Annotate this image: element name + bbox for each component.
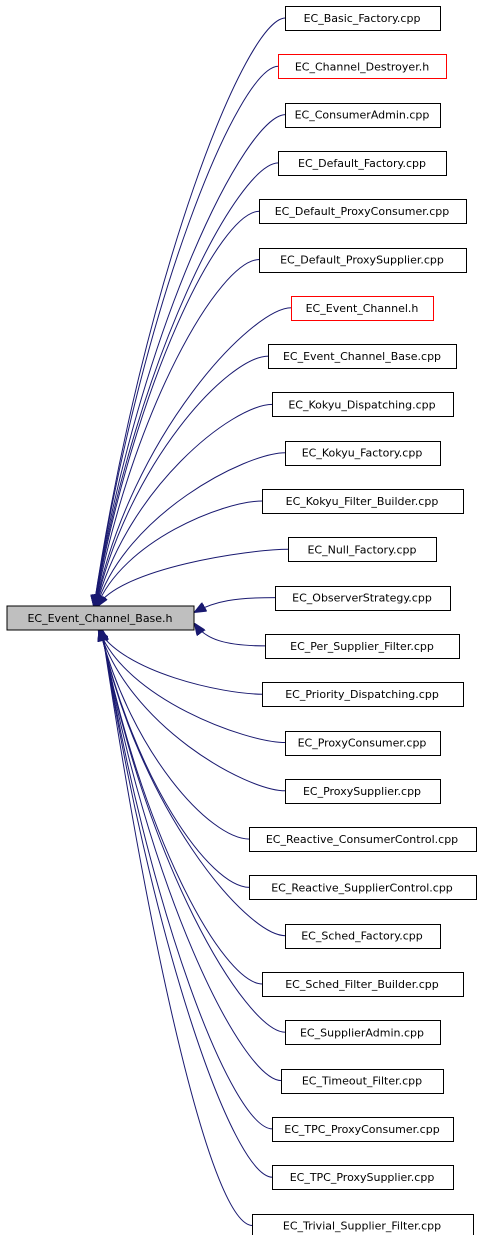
edge-to-root xyxy=(94,114,286,606)
edge-to-root xyxy=(102,630,273,1178)
node-ec-event-channel-base-cpp[interactable]: EC_Event_Channel_Base.cpp xyxy=(268,344,457,369)
node-ec-basic-factory-cpp[interactable]: EC_Basic_Factory.cpp xyxy=(285,6,441,31)
node-ec-tpc-proxysupplier-cpp[interactable]: EC_TPC_ProxySupplier.cpp xyxy=(272,1165,454,1190)
node-ec-reactive-consumercontrol-cpp[interactable]: EC_Reactive_ConsumerControl.cpp xyxy=(249,827,477,852)
node-label: EC_Sched_Filter_Builder.cpp xyxy=(285,978,439,991)
node-ec-kokyu-filter-builder-cpp[interactable]: EC_Kokyu_Filter_Builder.cpp xyxy=(262,489,464,514)
edge-to-root xyxy=(102,630,282,1082)
edge-to-root xyxy=(95,210,260,606)
node-ec-consumeradmin-cpp[interactable]: EC_ConsumerAdmin.cpp xyxy=(285,103,441,128)
node-label: EC_Timeout_Filter.cpp xyxy=(302,1075,422,1088)
node-label: EC_Reactive_ConsumerControl.cpp xyxy=(266,833,458,846)
node-label: EC_Trivial_Supplier_Filter.cpp xyxy=(283,1220,441,1233)
node-label: EC_Default_ProxySupplier.cpp xyxy=(280,254,444,267)
node-ec-event-channel-h[interactable]: EC_Event_Channel.h xyxy=(291,296,434,321)
edge-to-root xyxy=(97,548,289,606)
edge-to-root xyxy=(94,17,286,606)
node-label: EC_SupplierAdmin.cpp xyxy=(300,1026,424,1039)
edge-to-root xyxy=(101,630,286,1033)
node-ec-null-factory-cpp[interactable]: EC_Null_Factory.cpp xyxy=(288,537,437,562)
node-ec-per-supplier-filter-cpp[interactable]: EC_Per_Supplier_Filter.cpp xyxy=(265,634,460,659)
node-label: EC_Default_Factory.cpp xyxy=(298,157,426,170)
node-ec-reactive-suppliercontrol-cpp[interactable]: EC_Reactive_SupplierControl.cpp xyxy=(249,875,477,900)
node-ec-kokyu-factory-cpp[interactable]: EC_Kokyu_Factory.cpp xyxy=(285,441,441,466)
edge-to-root xyxy=(195,624,266,647)
edge-to-root xyxy=(99,630,286,743)
node-ec-proxyconsumer-cpp[interactable]: EC_ProxyConsumer.cpp xyxy=(285,731,441,756)
node-label: EC_Basic_Factory.cpp xyxy=(304,12,421,25)
node-label: EC_Kokyu_Filter_Builder.cpp xyxy=(286,495,439,508)
edge-to-root xyxy=(99,630,263,695)
file-nodes: EC_Basic_Factory.cppEC_Channel_Destroyer… xyxy=(249,6,477,1235)
edge-to-root xyxy=(195,597,276,612)
node-ec-observerstrategy-cpp[interactable]: EC_ObserverStrategy.cpp xyxy=(275,586,451,611)
node-label: EC_ProxySupplier.cpp xyxy=(303,785,421,798)
node-label: EC_Priority_Dispatching.cpp xyxy=(285,688,439,701)
node-ec-kokyu-dispatching-cpp[interactable]: EC_Kokyu_Dispatching.cpp xyxy=(272,392,454,417)
node-ec-default-proxysupplier-cpp[interactable]: EC_Default_ProxySupplier.cpp xyxy=(259,248,467,273)
node-label: EC_Event_Channel_Base.cpp xyxy=(283,350,441,363)
node-label: EC_Event_Channel.h xyxy=(306,302,419,315)
edge-to-root xyxy=(100,630,250,840)
node-label: EC_ConsumerAdmin.cpp xyxy=(295,109,430,122)
node-label: EC_TPC_ProxySupplier.cpp xyxy=(290,1171,435,1184)
node-label: EC_ProxyConsumer.cpp xyxy=(298,737,427,750)
edge-to-root xyxy=(97,500,263,606)
root-node-label: EC_Event_Channel_Base.h xyxy=(27,612,172,625)
node-label: EC_Null_Factory.cpp xyxy=(307,543,416,556)
node-label: EC_Per_Supplier_Filter.cpp xyxy=(290,640,434,653)
edge-to-root xyxy=(102,630,253,1226)
node-ec-default-proxyconsumer-cpp[interactable]: EC_Default_ProxyConsumer.cpp xyxy=(259,199,467,224)
node-ec-proxysupplier-cpp[interactable]: EC_ProxySupplier.cpp xyxy=(285,779,441,804)
node-label: EC_Kokyu_Factory.cpp xyxy=(302,447,423,460)
node-ec-sched-factory-cpp[interactable]: EC_Sched_Factory.cpp xyxy=(285,924,441,949)
node-ec-timeout-filter-cpp[interactable]: EC_Timeout_Filter.cpp xyxy=(281,1069,444,1094)
node-label: EC_ObserverStrategy.cpp xyxy=(292,592,432,605)
node-ec-priority-dispatching-cpp[interactable]: EC_Priority_Dispatching.cpp xyxy=(262,682,464,707)
node-label: EC_Default_ProxyConsumer.cpp xyxy=(275,205,450,218)
edge-to-root xyxy=(96,355,269,606)
node-ec-channel-destroyer-h[interactable]: EC_Channel_Destroyer.h xyxy=(278,54,447,79)
node-label: EC_Sched_Factory.cpp xyxy=(301,930,423,943)
node-ec-sched-filter-builder-cpp[interactable]: EC_Sched_Filter_Builder.cpp xyxy=(262,972,464,997)
node-label: EC_Channel_Destroyer.h xyxy=(295,60,429,73)
edge-to-root xyxy=(95,259,260,607)
edge-to-root xyxy=(101,630,286,937)
edge-to-root xyxy=(94,162,279,606)
dependency-edges xyxy=(94,17,292,1226)
node-ec-trivial-supplier-filter-cpp[interactable]: EC_Trivial_Supplier_Filter.cpp xyxy=(252,1214,474,1235)
edge-to-root xyxy=(97,452,286,606)
node-label: EC_Reactive_SupplierControl.cpp xyxy=(271,881,453,894)
node-ec-supplieradmin-cpp[interactable]: EC_SupplierAdmin.cpp xyxy=(285,1020,441,1045)
edge-to-root xyxy=(100,630,250,888)
edge-to-root xyxy=(94,65,279,606)
edge-to-root xyxy=(99,630,286,792)
node-ec-default-factory-cpp[interactable]: EC_Default_Factory.cpp xyxy=(278,151,447,176)
edge-to-root xyxy=(95,307,292,606)
root-node[interactable]: EC_Event_Channel_Base.h xyxy=(6,605,195,631)
node-label: EC_TPC_ProxyConsumer.cpp xyxy=(284,1123,439,1136)
edge-to-root xyxy=(96,403,273,606)
node-ec-tpc-proxyconsumer-cpp[interactable]: EC_TPC_ProxyConsumer.cpp xyxy=(272,1117,454,1142)
node-label: EC_Kokyu_Dispatching.cpp xyxy=(288,398,435,411)
edge-to-root xyxy=(102,630,273,1130)
